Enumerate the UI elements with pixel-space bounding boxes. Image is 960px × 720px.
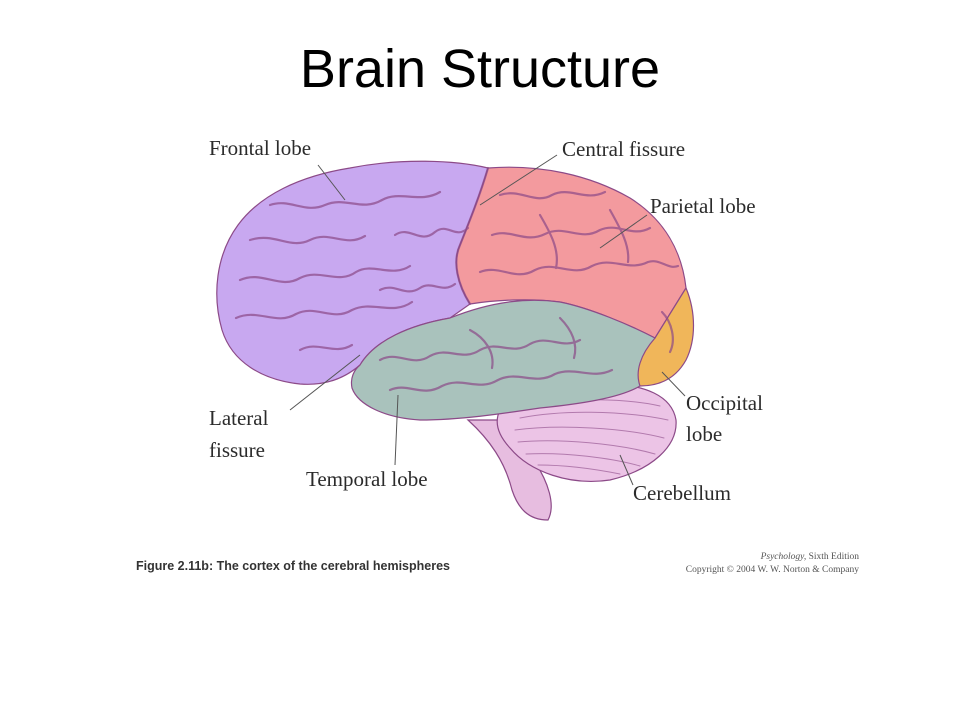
label-lateral-fissure-line1: Lateral xyxy=(209,406,269,430)
label-lateral-fissure-line2: fissure xyxy=(209,438,265,462)
label-parietal-lobe: Parietal lobe xyxy=(650,194,756,218)
cortex-sulci xyxy=(234,166,680,392)
label-frontal-lobe: Frontal lobe xyxy=(209,136,311,160)
figure-credit: Psychology, Sixth Edition Copyright © 20… xyxy=(686,551,859,577)
label-temporal-lobe: Temporal lobe xyxy=(306,467,428,491)
label-central-fissure: Central fissure xyxy=(562,137,685,161)
figure-caption: Figure 2.11b: The cortex of the cerebral… xyxy=(136,559,450,573)
credit-copyright: Copyright © 2004 W. W. Norton & Company xyxy=(685,565,859,575)
credit-edition: Sixth Edition xyxy=(806,552,859,562)
label-leader-lines xyxy=(289,154,686,486)
label-occipital-lobe-line1: Occipital xyxy=(686,391,763,415)
credit-book-title: Psychology, xyxy=(760,552,807,562)
label-occipital-lobe-line2: lobe xyxy=(686,422,722,446)
label-cerebellum: Cerebellum xyxy=(633,481,731,505)
slide-title: Brain Structure xyxy=(299,39,661,99)
